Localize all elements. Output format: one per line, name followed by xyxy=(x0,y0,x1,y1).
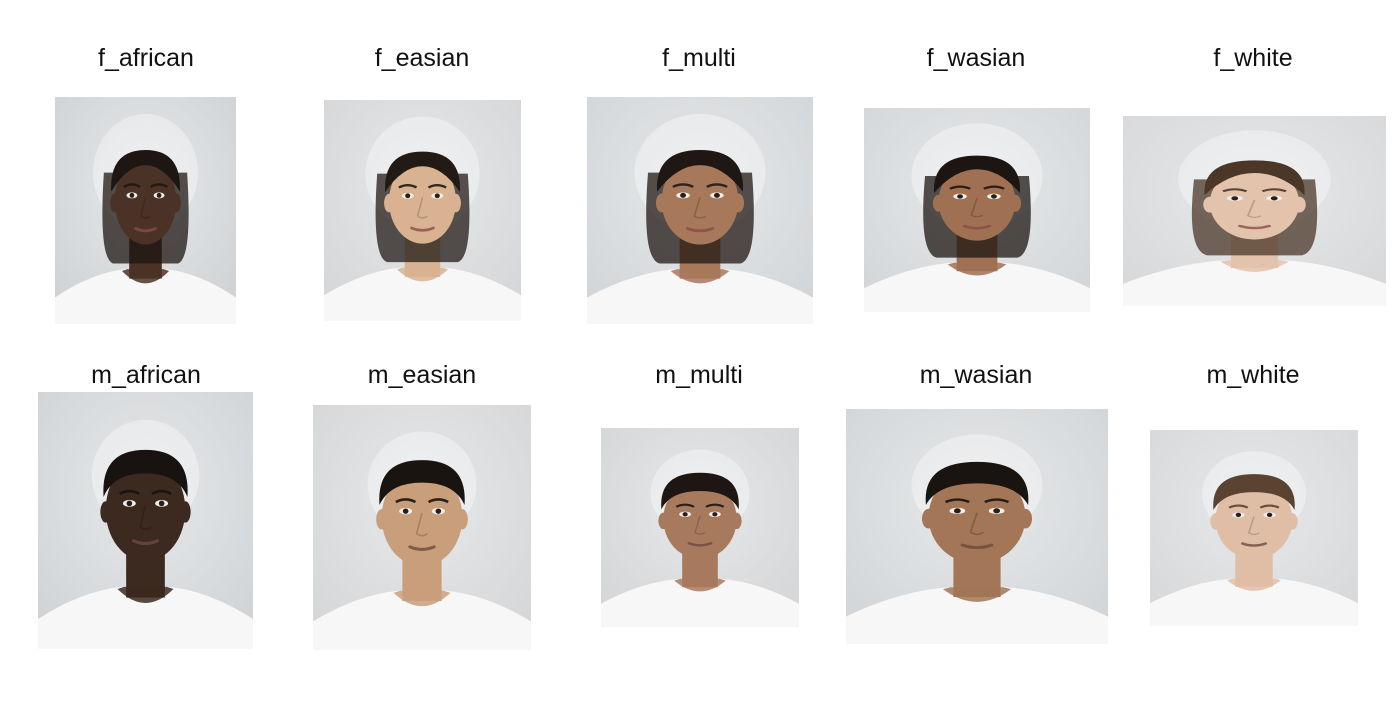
f-multi-portrait xyxy=(587,97,813,324)
label-f-multi: f_multi xyxy=(662,44,736,72)
m-wasian-portrait xyxy=(846,409,1108,644)
f-easian-portrait xyxy=(324,100,521,321)
label-f-african: f_african xyxy=(98,44,194,72)
label-m-multi: m_multi xyxy=(655,361,743,389)
label-m-white: m_white xyxy=(1206,361,1300,389)
m-african-portrait xyxy=(38,392,253,649)
label-m-african: m_african xyxy=(91,361,201,389)
label-m-wasian: m_wasian xyxy=(919,361,1033,389)
label-f-white: f_white xyxy=(1213,44,1293,72)
m-multi-portrait xyxy=(601,428,799,627)
m-easian-portrait xyxy=(313,405,531,650)
f-white-portrait xyxy=(1123,116,1386,306)
f-african-portrait xyxy=(55,97,236,324)
label-m-easian: m_easian xyxy=(367,361,477,389)
label-f-wasian: f_wasian xyxy=(926,44,1026,72)
m-white-portrait xyxy=(1150,430,1358,626)
f-wasian-portrait xyxy=(864,108,1090,312)
label-f-easian: f_easian xyxy=(374,44,470,72)
